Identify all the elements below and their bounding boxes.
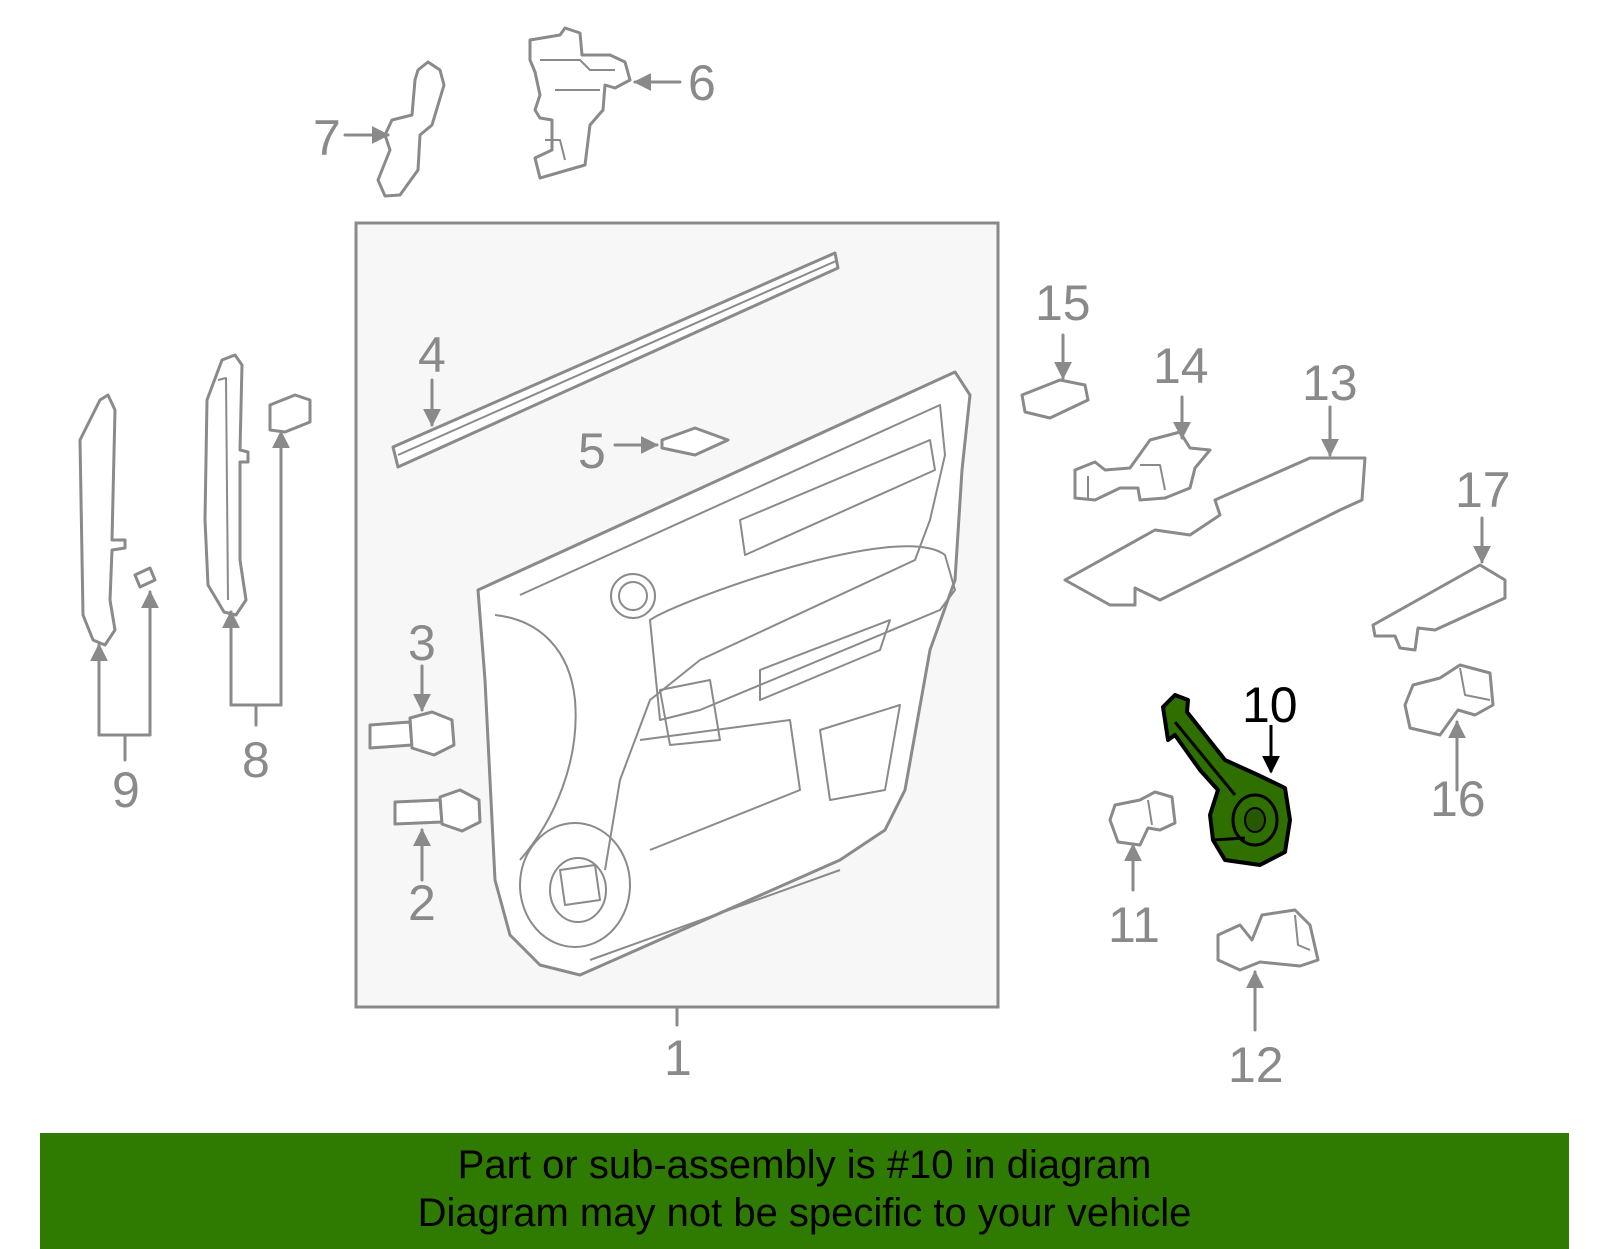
part-3-bolt [368,664,456,757]
callout-13: 13 [1302,355,1358,411]
callout-14: 14 [1153,338,1209,394]
callout-15: 15 [1035,275,1091,331]
callout-7: 7 [313,110,341,166]
part-4-weatherstrip [391,251,840,469]
callout-6: 6 [688,55,716,111]
door-panel-group [354,221,1000,1027]
callout-5: 5 [578,423,606,479]
part-12-bracket [1216,908,1320,1032]
part-9-trim [78,393,159,762]
part-5-clip [613,426,730,457]
part-13-panel [1063,405,1367,607]
callout-8: 8 [242,732,270,788]
door-trim-panel [476,370,972,977]
callout-4: 4 [418,327,446,383]
part-2-bolt [393,788,482,882]
callout-10: 10 [1242,677,1298,733]
part-6-bracket [528,26,682,180]
part-14-bracket [1073,395,1212,502]
callout-17: 17 [1455,462,1511,518]
part-11-cap [1108,790,1177,892]
callout-11: 11 [1108,897,1160,953]
part-10-window-handle-highlighted [1161,693,1292,867]
callout-16: 16 [1430,771,1486,827]
callout-3: 3 [408,615,436,671]
banner-line-1: Part or sub-assembly is #10 in diagram [457,1143,1152,1187]
part-16-bracket [1403,663,1495,792]
callout-2: 2 [408,875,436,931]
callout-9: 9 [112,762,140,818]
part-17-plate [1371,516,1507,652]
banner-line-2: Diagram may not be specific to your vehi… [417,1191,1192,1235]
part-7-bracket [343,60,446,198]
part-15-switch [1020,333,1090,420]
info-banner: Part or sub-assembly is #10 in diagram D… [40,1133,1569,1249]
part-8-trim [203,353,312,727]
callout-1: 1 [664,1030,692,1086]
callout-12: 12 [1228,1037,1284,1093]
